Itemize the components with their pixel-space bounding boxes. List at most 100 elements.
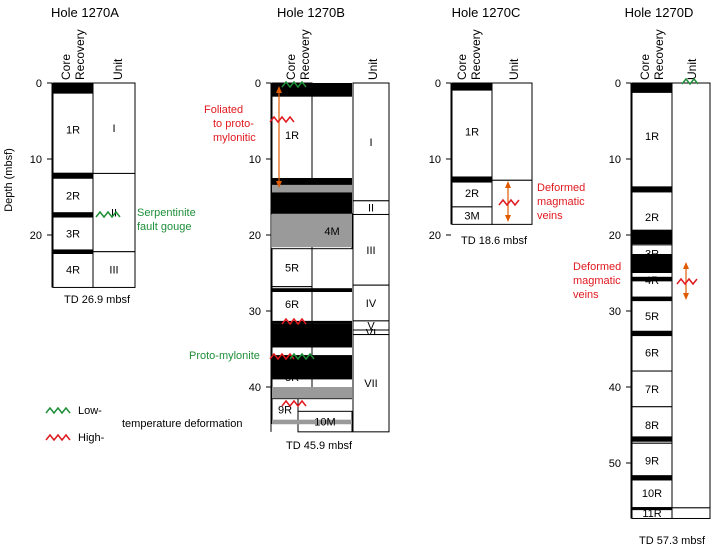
unit-interval <box>352 82 390 202</box>
annotation-deformed-d-line2: magmatic <box>573 275 621 287</box>
depth-tick-label: 20 <box>609 230 621 242</box>
recovery-black-band <box>272 83 352 97</box>
hole-1270b-title: Hole 1270B <box>277 5 345 20</box>
td-label-a: TD 26.9 mbsf <box>64 294 131 306</box>
high-temp-deformation-icon-b-8r <box>281 399 307 408</box>
core-interval <box>631 297 673 335</box>
core-label: 10R <box>642 488 662 500</box>
annotation-deformed-c-line2: magmatic <box>537 196 585 208</box>
recovery-black-band <box>632 254 672 273</box>
recovery-black-band <box>632 475 672 481</box>
recovery-black-band <box>632 83 672 93</box>
unit-interval <box>491 82 533 181</box>
recovery-black-band <box>632 330 672 337</box>
recovery-black-band <box>452 83 492 91</box>
column-headers: Core Recovery Unit Core Recovery Unit Co… <box>59 29 699 80</box>
core-interval <box>52 251 94 288</box>
unit-label: II <box>368 203 374 215</box>
unit-label: III <box>109 265 118 277</box>
core-label: 4R <box>645 275 659 287</box>
core-label: 3R <box>645 249 659 261</box>
unit-interval <box>671 507 711 519</box>
td-label-d: TD 57.3 mbsf <box>639 535 706 547</box>
depth-tick-label: 40 <box>609 382 621 394</box>
core-label: 8R <box>645 420 659 432</box>
unit-label: I <box>112 123 115 135</box>
unit-label: V <box>367 320 375 332</box>
core-label: 6R <box>285 299 299 311</box>
up-arrow-icon <box>276 86 282 93</box>
depth-tick-label: 0 <box>615 78 621 90</box>
recovery-black-band <box>272 323 352 348</box>
recovery-black-band <box>632 436 672 442</box>
down-arrow-icon-d <box>683 293 689 300</box>
depth-tick-label: 30 <box>249 306 261 318</box>
td-label-c: TD 18.6 mbsf <box>461 235 528 247</box>
col-header-recovery-b: Recovery <box>298 29 312 80</box>
recovery-gray-band <box>272 387 352 399</box>
col-header-recovery-d: Recovery <box>652 29 666 80</box>
recovery-black-band <box>272 178 352 190</box>
legend-high-icon <box>45 433 71 442</box>
hole-1270c-title: Hole 1270C <box>452 5 521 20</box>
core-interval <box>451 82 493 181</box>
td-label-b: TD 45.9 mbsf <box>286 440 353 452</box>
up-arrow-icon-c <box>505 181 511 188</box>
hole-1270a-title: Hole 1270A <box>51 5 119 20</box>
col-header-unit-a: Unit <box>111 58 125 80</box>
col-header-unit-c: Unit <box>507 58 521 80</box>
col-header-core-d: Core <box>638 54 652 80</box>
core-label: 1R <box>645 131 659 143</box>
core-label: 4R <box>66 265 80 277</box>
recovery-black-band <box>53 212 93 218</box>
unit-label: VI <box>366 327 376 339</box>
recovery-gray-band <box>272 184 352 193</box>
high-temp-deformation-icon-d <box>676 277 698 286</box>
col-header-core-a: Core <box>59 54 73 80</box>
low-temp-deformation-icon-a <box>95 210 121 219</box>
core-label: 3R <box>66 228 80 240</box>
recovery-black-band <box>53 172 93 179</box>
unit-interval <box>92 251 136 288</box>
recovery-black-band <box>632 186 672 193</box>
depth-tick-label: 10 <box>429 154 441 166</box>
high-temp-deformation-icon-b-1r <box>269 115 295 124</box>
recovery-black-band <box>272 320 352 324</box>
core-label: 4M <box>324 226 339 238</box>
high-temp-deformation-icon-b-7r <box>269 352 295 361</box>
unit-label: IV <box>366 298 377 310</box>
annotation-serpentinite-line2: fault gouge <box>137 221 191 233</box>
core-label: 6R <box>645 347 659 359</box>
depth-axis-label: Depth (mbsf) <box>3 148 15 212</box>
legend-low-icon <box>45 406 71 415</box>
recovery-black-band <box>53 83 93 94</box>
col-header-recovery-a: Recovery <box>73 29 87 80</box>
core-label: 10M <box>314 417 335 429</box>
core-label: 1R <box>285 130 299 142</box>
core-label: 8R <box>285 372 299 384</box>
annotation-foliated-line1: Foliated <box>204 104 243 116</box>
legend-suffix-label: temperature deformation <box>122 418 242 430</box>
recovery-black-band <box>452 176 492 183</box>
high-temp-deformation-icon-c <box>498 198 520 207</box>
core-label: 2R <box>278 195 292 207</box>
low-temp-deformation-icon-b-top <box>281 80 307 89</box>
depth-tick-label: 30 <box>609 306 621 318</box>
depth-tick-label: 0 <box>36 78 42 90</box>
col-header-recovery-c: Recovery <box>469 29 483 80</box>
depth-tick-label: 10 <box>30 154 42 166</box>
core-label: 2R <box>66 190 80 202</box>
legend-high-label: High- <box>78 432 105 444</box>
core-label: 5R <box>645 311 659 323</box>
low-temp-deformation-icon-b-7r <box>289 352 315 361</box>
recovery-gray-band <box>272 419 352 425</box>
low-temp-deformation-icon-d <box>681 77 699 86</box>
annotation-foliated-line3: mylonitic <box>213 132 256 144</box>
core-interval <box>271 248 313 288</box>
down-arrow-icon-c <box>505 215 511 222</box>
col-header-core-b: Core <box>284 54 298 80</box>
